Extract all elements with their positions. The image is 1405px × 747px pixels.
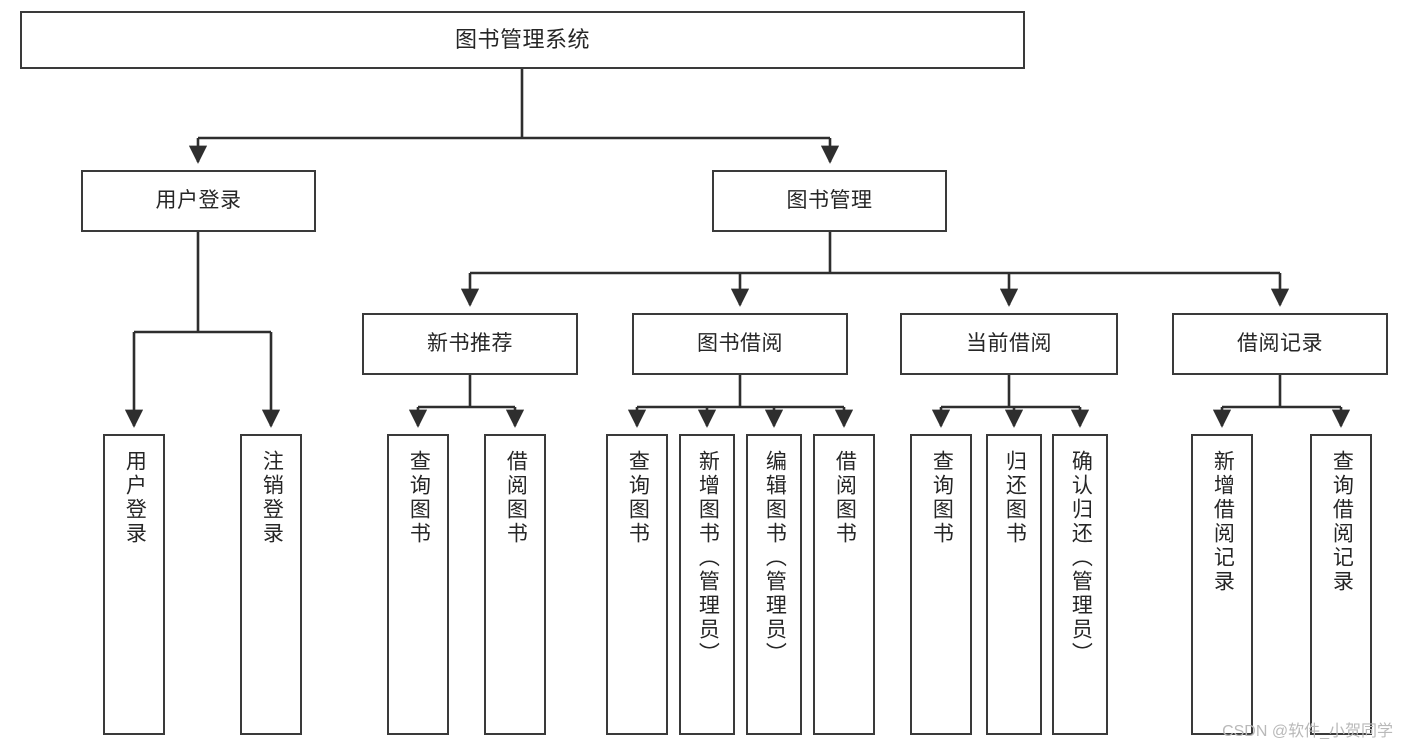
node-leaf-borrow-query-label: 查询图书	[626, 450, 650, 546]
node-leaf-cur-query[interactable]: 查询图书	[910, 434, 972, 735]
node-leaf-borrow-edit[interactable]: 编辑图书（管理员）	[746, 434, 802, 735]
node-leaf-user-logout-label: 注销登录	[260, 450, 284, 546]
node-leaf-borrow-query[interactable]: 查询图书	[606, 434, 668, 735]
node-leaf-rec-add-label: 新增借阅记录	[1211, 450, 1235, 594]
node-leaf-cur-confirm-label: 确认归还（管理员）	[1069, 450, 1093, 666]
node-leaf-cur-return-label: 归还图书	[1003, 450, 1027, 546]
node-leaf-borrow-edit-label: 编辑图书（管理员）	[763, 450, 787, 666]
node-leaf-borrow-lend-label: 借阅图书	[833, 450, 857, 546]
node-current-borrow-label: 当前借阅	[966, 331, 1052, 355]
node-root-label: 图书管理系统	[454, 27, 590, 53]
node-user-login-label: 用户登录	[155, 188, 242, 212]
node-leaf-cur-query-label: 查询图书	[930, 450, 954, 546]
node-current-borrow[interactable]: 当前借阅	[900, 313, 1118, 375]
node-book-manage[interactable]: 图书管理	[712, 170, 947, 232]
node-leaf-rec-borrow-label: 借阅图书	[504, 450, 528, 546]
node-leaf-user-login-label: 用户登录	[123, 450, 147, 546]
node-new-book-rec[interactable]: 新书推荐	[362, 313, 578, 375]
node-leaf-borrow-add-label: 新增图书（管理员）	[696, 450, 720, 666]
node-leaf-user-logout[interactable]: 注销登录	[240, 434, 302, 735]
node-leaf-rec-query[interactable]: 查询图书	[387, 434, 449, 735]
node-leaf-rec-query-label: 查询图书	[407, 450, 431, 546]
node-leaf-borrow-lend[interactable]: 借阅图书	[813, 434, 875, 735]
watermark-text: CSDN @软件_小贺同学	[1222, 723, 1393, 740]
node-book-borrow-label: 图书借阅	[697, 331, 783, 355]
node-borrow-record[interactable]: 借阅记录	[1172, 313, 1388, 375]
node-leaf-rec-search-label: 查询借阅记录	[1330, 450, 1354, 594]
node-new-book-rec-label: 新书推荐	[427, 331, 513, 355]
node-leaf-rec-add[interactable]: 新增借阅记录	[1191, 434, 1253, 735]
node-leaf-cur-confirm[interactable]: 确认归还（管理员）	[1052, 434, 1108, 735]
node-book-borrow[interactable]: 图书借阅	[632, 313, 848, 375]
node-leaf-user-login[interactable]: 用户登录	[103, 434, 165, 735]
node-leaf-borrow-add[interactable]: 新增图书（管理员）	[679, 434, 735, 735]
node-leaf-rec-borrow[interactable]: 借阅图书	[484, 434, 546, 735]
node-leaf-cur-return[interactable]: 归还图书	[986, 434, 1042, 735]
node-root[interactable]: 图书管理系统	[20, 11, 1025, 69]
node-book-manage-label: 图书管理	[786, 188, 873, 212]
node-user-login[interactable]: 用户登录	[81, 170, 316, 232]
node-borrow-record-label: 借阅记录	[1237, 331, 1323, 355]
node-leaf-rec-search[interactable]: 查询借阅记录	[1310, 434, 1372, 735]
